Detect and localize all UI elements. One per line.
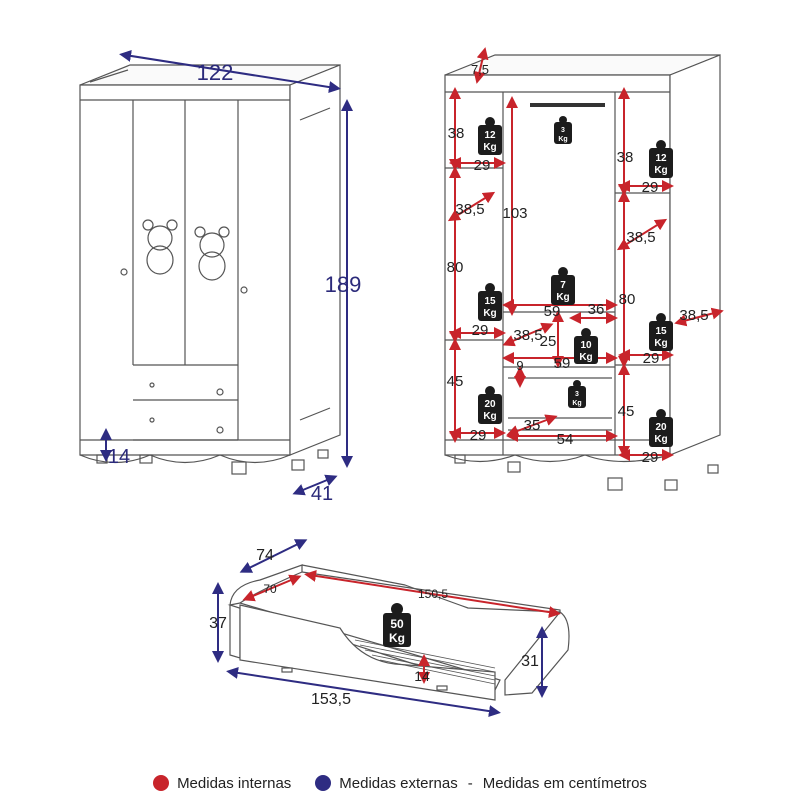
weight-badge-20kg-left: 20 Kg <box>478 386 502 424</box>
weight-unit: Kg <box>572 400 581 407</box>
drawer-depth-label: 35 <box>524 417 541 434</box>
weight-badge-10kg: 10 Kg <box>574 328 598 364</box>
weight-badge-7kg: 7 Kg <box>551 267 575 305</box>
weight-badge-12kg-right: 12 Kg <box>649 140 673 178</box>
left-top-width-label: 29 <box>474 157 491 174</box>
weight-value: 12 <box>655 153 667 164</box>
weight-badge-3kg-drawer: 3 Kg <box>568 380 586 408</box>
legend-external: Medidas externas <box>339 774 458 792</box>
wardrobe-depth-label: 41 <box>311 483 333 505</box>
right-top-width-label: 29 <box>642 179 659 196</box>
bed-height-label: 37 <box>209 615 227 632</box>
internal-dot-icon <box>153 775 170 791</box>
weight-unit: Kg <box>579 352 592 363</box>
bed-inner-length-label: 150,5 <box>418 587 448 601</box>
weight-value: 15 <box>484 296 496 307</box>
left-bottom-width-label: 29 <box>470 427 487 444</box>
bed-depth-label: 74 <box>256 547 274 564</box>
weight-unit: Kg <box>483 308 496 319</box>
interior-labels: 7,5 38 29 38,5 80 29 45 29 103 59 36 38,… <box>447 62 709 466</box>
right-mid-depth-label: 38,5 <box>626 229 655 246</box>
left-mid-height-label: 80 <box>447 259 464 276</box>
weight-unit: Kg <box>654 434 667 445</box>
weight-unit: Kg <box>483 411 496 422</box>
drawer-height-label: 9 <box>516 358 523 373</box>
weight-badge-15kg-left: 15 Kg <box>478 283 502 321</box>
bed-side-height-label: 31 <box>521 653 539 670</box>
wardrobe-front-view <box>79 64 341 475</box>
weight-badge-50kg: 50 Kg <box>383 603 411 647</box>
weight-unit: Kg <box>654 338 667 349</box>
right-mid-width-label: 29 <box>643 350 660 367</box>
wardrobe-height-label: 189 <box>325 272 362 297</box>
center-niche-width-label: 59 <box>554 355 571 372</box>
wardrobe-width-label: 122 <box>197 60 234 85</box>
weight-unit: Kg <box>558 136 567 143</box>
right-top-height-label: 38 <box>617 149 634 166</box>
wardrobe-front-dimensions <box>100 50 353 496</box>
left-mid-depth-label: 38,5 <box>455 201 484 218</box>
legend: Medidas internas Medidas externas - Medi… <box>0 770 800 796</box>
weight-value: 20 <box>484 399 496 410</box>
bed-length-label: 153,5 <box>311 691 351 708</box>
right-bottom-width-label: 29 <box>642 449 659 466</box>
weight-value: 15 <box>655 326 667 337</box>
weight-value: 3 <box>561 127 565 134</box>
weight-value: 3 <box>575 391 579 398</box>
weight-value: 20 <box>655 422 667 433</box>
left-top-height-label: 38 <box>448 125 465 142</box>
center-shelf-depth-label: 36 <box>588 301 605 318</box>
top-depth-label: 7,5 <box>471 62 489 77</box>
weight-unit: Kg <box>483 142 496 153</box>
center-niche-depth-label: 38,5 <box>513 327 542 344</box>
legend-units: Medidas em centímetros <box>482 774 647 792</box>
bed-dimension-arrows <box>212 539 561 718</box>
weight-badge-15kg-right: 15 Kg <box>649 313 673 351</box>
weight-value: 50 <box>390 617 404 631</box>
wardrobe-foot-label: 14 <box>108 446 130 468</box>
hanging-height-label: 103 <box>502 205 527 222</box>
legend-internal: Medidas internas <box>177 774 292 792</box>
weight-unit: Kg <box>556 292 569 303</box>
weight-badge-12kg-left: 12 Kg <box>478 117 502 155</box>
weight-value: 10 <box>580 340 592 351</box>
interior-arrows <box>447 47 724 461</box>
side-depth-label: 38,5 <box>679 307 708 324</box>
drawer-width-label: 54 <box>557 431 574 448</box>
bear-cutout-right <box>194 226 230 281</box>
bed-inner-height-label: 14 <box>414 668 430 684</box>
weight-value: 7 <box>560 280 566 291</box>
bed-inner-depth-label: 70 <box>263 582 277 596</box>
legend-separator: - <box>467 774 473 792</box>
left-mid-width-label: 29 <box>472 322 489 339</box>
weight-value: 12 <box>484 130 496 141</box>
center-niche-height-label: 25 <box>540 333 557 350</box>
center-shelf-width-label: 59 <box>544 303 561 320</box>
bear-cutout-left <box>142 219 178 275</box>
weight-badge-20kg-right: 20 Kg <box>649 409 673 447</box>
weight-badge-3kg-rod: 3 Kg <box>554 116 572 144</box>
right-bottom-height-label: 45 <box>618 403 635 420</box>
left-bottom-height-label: 45 <box>447 373 464 390</box>
external-dot-icon <box>315 775 332 791</box>
weight-unit: Kg <box>389 631 405 645</box>
dimension-drawings: 122 189 41 14 <box>79 47 724 718</box>
weight-unit: Kg <box>654 165 667 176</box>
right-mid-height-label: 80 <box>619 291 636 308</box>
